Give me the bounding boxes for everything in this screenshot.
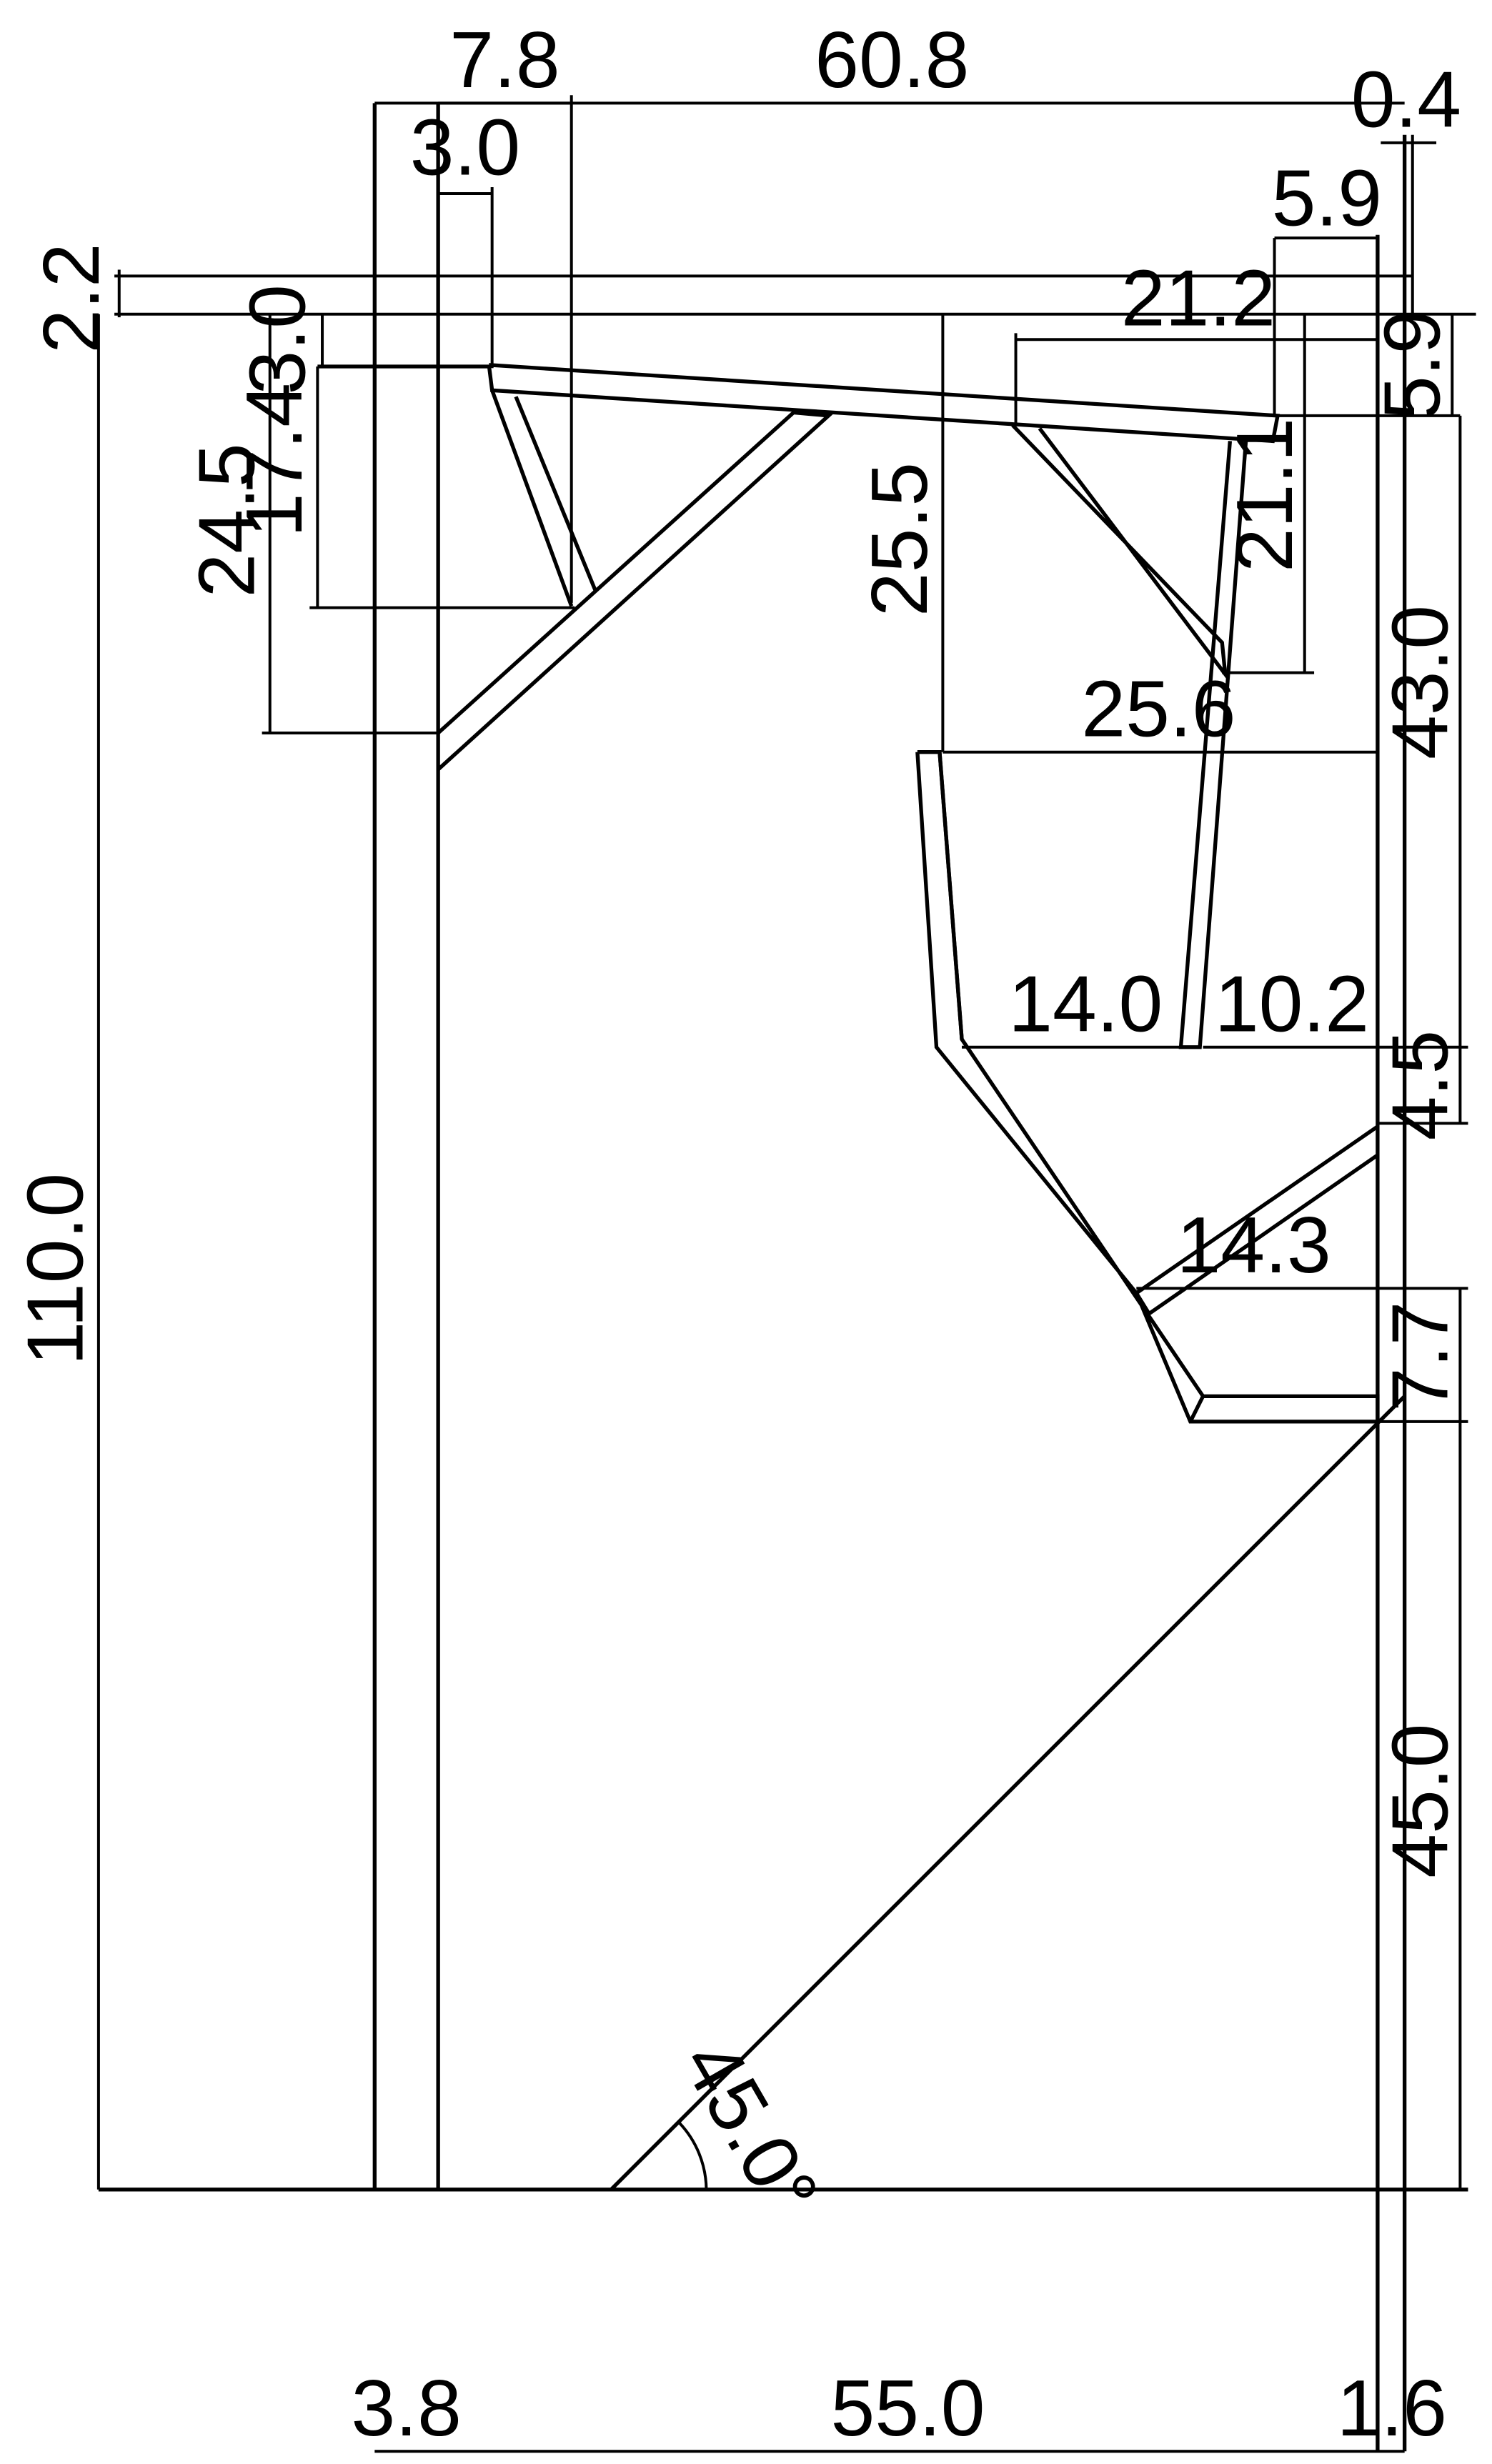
label-60-8: 60.8: [815, 15, 969, 104]
diagonal-45: [610, 1395, 1406, 2191]
label-43-0: 43.0: [1376, 605, 1465, 759]
label-55-0: 55.0: [830, 2363, 985, 2453]
hook-bottom-cap: [1188, 1395, 1205, 1423]
label-21-1: 21.1: [1220, 418, 1309, 572]
label-3-0-left: 3.0: [233, 284, 322, 394]
label-angle-45: 45.0°: [665, 2025, 836, 2231]
label-7-8: 7.8: [449, 15, 560, 104]
label-45-0: 45.0: [1376, 1724, 1465, 1878]
label-10-2: 10.2: [1215, 959, 1369, 1049]
dimension-lines: [96, 95, 1476, 2453]
angle-arc: [678, 2122, 708, 2190]
label-21-2: 21.2: [1121, 253, 1275, 342]
label-7-7: 7.7: [1376, 1302, 1465, 1412]
lower-bracket: [1133, 1124, 1379, 1317]
label-3-0-top: 3.0: [410, 102, 520, 191]
label-4-5: 4.5: [1376, 1030, 1465, 1140]
label-110-0: 110.0: [11, 1173, 100, 1366]
left-brace: [437, 410, 833, 772]
label-14-0: 14.0: [1008, 959, 1163, 1049]
label-25-6: 25.6: [1081, 664, 1235, 753]
label-25-5: 25.5: [855, 462, 944, 617]
hook-inner: [938, 752, 964, 1039]
label-2-2: 2.2: [26, 243, 116, 353]
label-1-6: 1.6: [1337, 2363, 1447, 2453]
label-0-4: 0.4: [1351, 55, 1461, 144]
hook-profile: [915, 750, 1380, 1424]
label-17-4: 17.4: [229, 383, 319, 537]
right-strut: [1011, 424, 1228, 682]
label-5-9-right: 5.9: [1368, 310, 1457, 420]
label-5-9-top: 5.9: [1272, 153, 1382, 242]
label-3-8: 3.8: [352, 2363, 462, 2453]
left-strut: [490, 389, 574, 607]
left-strut-2: [514, 396, 597, 592]
top-beam: [487, 363, 1280, 444]
label-14-3: 14.3: [1177, 1200, 1331, 1290]
label-24-5: 24.5: [182, 443, 272, 597]
dimension-labels: 7.8 60.8 0.4 3.0 5.9 2.2 3.0 17.4 24.5 2…: [11, 15, 1465, 2453]
